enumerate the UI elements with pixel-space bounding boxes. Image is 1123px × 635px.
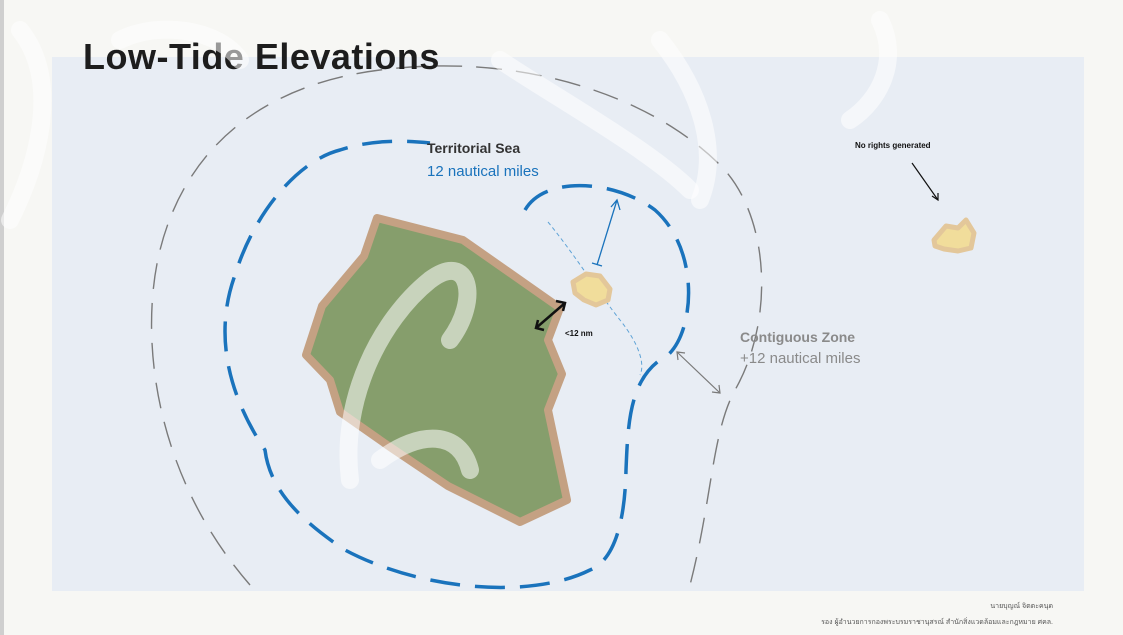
territorial-sea-boundary <box>223 139 691 590</box>
territorial-arrow-tail <box>591 262 603 267</box>
lte-arc-line <box>547 221 643 376</box>
contiguous-zone-distance: +12 nautical miles <box>740 350 860 367</box>
page-title: Low-Tide Elevations <box>83 36 440 77</box>
territorial-arrow-head <box>610 198 621 211</box>
territorial-sea-distance: 12 nautical miles <box>427 163 539 180</box>
distance-arrow-head-a <box>534 319 545 332</box>
distance-label: <12 nm <box>565 329 593 338</box>
no-rights-label: No rights generated <box>855 141 931 150</box>
low-tide-elevation-near <box>570 271 613 308</box>
territorial-extension-arrow <box>596 199 618 266</box>
no-rights-arrow-head <box>931 193 939 202</box>
credit-name: นายบุญณ์ จิตตะคนุด <box>990 603 1053 610</box>
contiguous-arrow-head-a <box>676 351 686 361</box>
no-rights-pointer-arrow <box>911 162 939 201</box>
contiguous-arrow-head-b <box>711 384 721 394</box>
distance-double-arrow <box>535 302 566 329</box>
distance-arrow-head-b <box>555 299 567 312</box>
territorial-sea-label: Territorial Sea <box>427 140 520 156</box>
contiguous-zone-label: Contiguous Zone <box>740 329 855 345</box>
contiguous-extension-arrow <box>676 351 721 394</box>
low-tide-elevation-far <box>931 217 977 254</box>
credit-position: รอง ผู้อำนวยการกองพระบรมราชานุสรณ์ สำนัก… <box>821 619 1053 626</box>
left-border <box>0 0 4 635</box>
main-island <box>302 214 571 526</box>
